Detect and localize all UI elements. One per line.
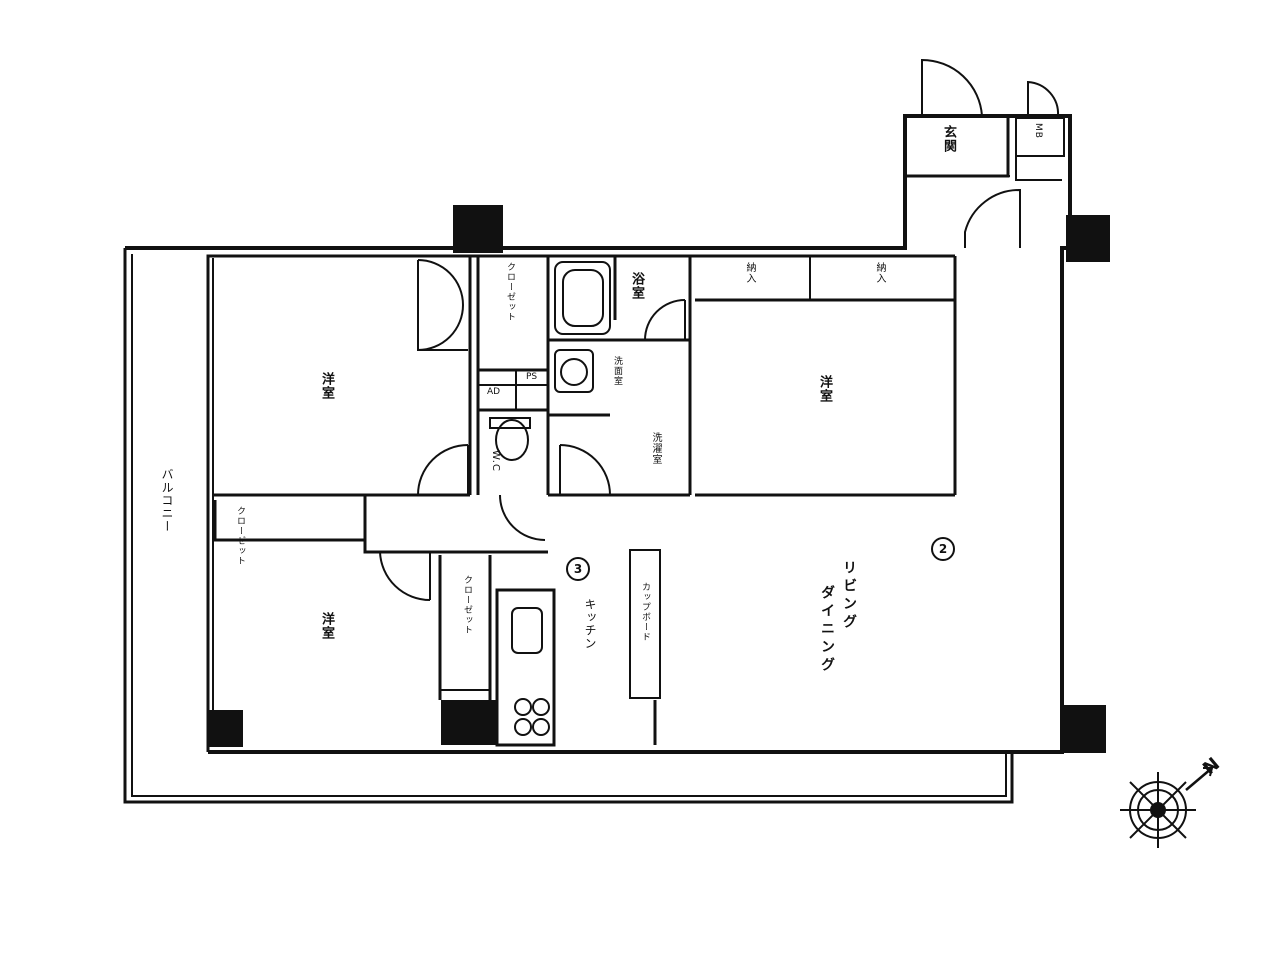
cupboard-label: カップボード (640, 582, 650, 642)
balcony-outline (123, 248, 1014, 804)
living-label: リビング (841, 560, 857, 632)
view-marker-2: 2 (931, 537, 955, 561)
kitchen-label: キッチン (583, 598, 597, 650)
exterior-walls (125, 114, 1072, 754)
laundry-label: 洗濯室 (650, 432, 661, 465)
nando-label-2: 納入 (874, 262, 885, 284)
ps-label: PS (526, 372, 538, 382)
balcony-label: バルコニー (160, 468, 174, 533)
compass-rose-icon (1120, 767, 1214, 848)
entrance-walls (903, 58, 1065, 248)
closet-label-top: クローゼット (505, 262, 515, 322)
closet-label-bottom: クローゼット (462, 575, 472, 635)
western-room-2-label: 洋室 (319, 612, 334, 640)
view-marker-3: 3 (566, 557, 590, 581)
mb-label: MB (1033, 123, 1043, 139)
washroom-label: 洗面室 (612, 356, 622, 386)
closet-label-mid: クローゼット (235, 506, 245, 566)
doors (379, 259, 686, 602)
interior-walls (213, 256, 957, 747)
dining-label: ダイニング (819, 585, 835, 675)
ad-label: AD (487, 387, 501, 397)
fixtures (489, 261, 611, 736)
western-room-3-label: 洋室 (817, 375, 832, 403)
wc-label: W.C (490, 450, 501, 472)
pillars (208, 205, 1110, 753)
genkan-label: 玄関 (941, 125, 956, 153)
bathroom-label: 浴室 (629, 272, 644, 300)
nando-label-1: 納入 (744, 262, 755, 284)
western-room-1-label: 洋室 (319, 372, 334, 400)
